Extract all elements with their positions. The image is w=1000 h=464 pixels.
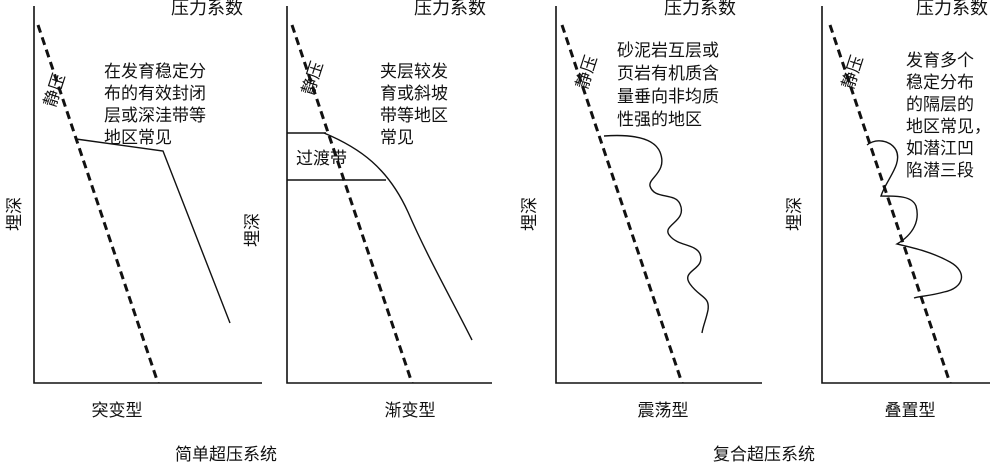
panel-4-desc-5: 如潜江凹 — [906, 139, 974, 159]
panel-4-desc-2: 稳定分布 — [906, 73, 974, 93]
panel-4-depth-label: 埋深 — [785, 197, 805, 231]
panel-3-static-label: 静压 — [572, 53, 602, 92]
simple-system-caption: 简单超压系统 — [175, 445, 277, 464]
panel-2-desc-4: 常见 — [380, 128, 414, 148]
panel-4-hydrostatic-line — [828, 24, 952, 384]
panel-2-desc-3: 带等地区 — [380, 106, 448, 126]
panel-3-desc-1: 砂泥岩互层或 — [617, 41, 719, 61]
panel-1-type-label: 突变型 — [92, 401, 143, 421]
panel-3-desc-2: 页岩有机质含 — [617, 64, 719, 84]
panel-4-pressure-curve — [866, 140, 962, 299]
panel-gradual: 压力系数 埋深 静压 过渡带 夹层较发 育或斜坡 带等地区 常见 渐变型 — [243, 0, 492, 421]
panel-2-pressure-label: 压力系数 — [414, 0, 486, 19]
panel-4-desc-1: 发育多个 — [906, 51, 974, 71]
panel-3-desc-4: 性强的地区 — [617, 110, 702, 130]
panel-3-pressure-label: 压力系数 — [664, 0, 736, 19]
panel-2-static-label: 静压 — [298, 59, 328, 98]
panel-1-pressure-label: 压力系数 — [171, 0, 243, 19]
panel-3-desc-3: 量垂向非均质 — [617, 87, 719, 107]
panel-4-desc-4: 地区常见， — [906, 117, 991, 137]
panel-3-type-label: 震荡型 — [638, 401, 689, 421]
panel-2-type-label: 渐变型 — [385, 401, 436, 421]
panel-oscillating: 压力系数 埋深 静压 砂泥岩互层或 页岩有机质含 量垂向非均质 性强的地区 震荡… — [520, 0, 762, 421]
panel-3-axes — [555, 6, 762, 384]
panel-1-pressure-curve — [75, 138, 231, 324]
panel-4-desc-3: 的隔层的 — [906, 95, 974, 115]
panel-1-hydrostatic-line — [36, 24, 160, 384]
panel-2-transition-label: 过渡带 — [296, 149, 347, 169]
panel-1-desc-4: 地区常见 — [104, 128, 172, 148]
panel-4-axes — [821, 6, 990, 384]
panel-1-desc-2: 布的有效封闭 — [104, 84, 206, 104]
panel-2-desc-1: 夹层较发 — [380, 62, 448, 82]
panel-1-axes — [33, 6, 262, 384]
panel-4-pressure-label: 压力系数 — [916, 0, 988, 19]
panel-3-hydrostatic-line — [560, 24, 684, 384]
panel-1-desc-1: 在发育稳定分 — [104, 62, 206, 82]
panel-4-type-label: 叠置型 — [885, 401, 936, 421]
panel-2-depth-label: 埋深 — [243, 213, 263, 247]
complex-system-caption: 复合超压系统 — [713, 445, 815, 464]
panel-4-static-label: 静压 — [838, 53, 868, 92]
panel-2-pressure-curve — [323, 132, 473, 341]
panel-2-axes — [286, 6, 492, 384]
panel-3-depth-label: 埋深 — [520, 197, 540, 231]
panel-1-depth-label: 埋深 — [5, 197, 25, 231]
panel-stacked: 压力系数 埋深 静压 发育多个 稳定分布 的隔层的 地区常见， 如潜江凹 陷潜三… — [785, 0, 991, 421]
panel-sudden: 压力系数 埋深 静压 在发育稳定分 布的有效封闭 层或深洼带等 地区常见 突变型 — [5, 0, 262, 421]
panel-3-pressure-curve — [603, 134, 709, 334]
panel-2-hydrostatic-line — [290, 24, 414, 384]
panel-4-desc-6: 陷潜三段 — [906, 161, 974, 181]
panel-1-desc-3: 层或深洼带等 — [104, 106, 206, 126]
panel-2-desc-2: 育或斜坡 — [380, 84, 448, 104]
